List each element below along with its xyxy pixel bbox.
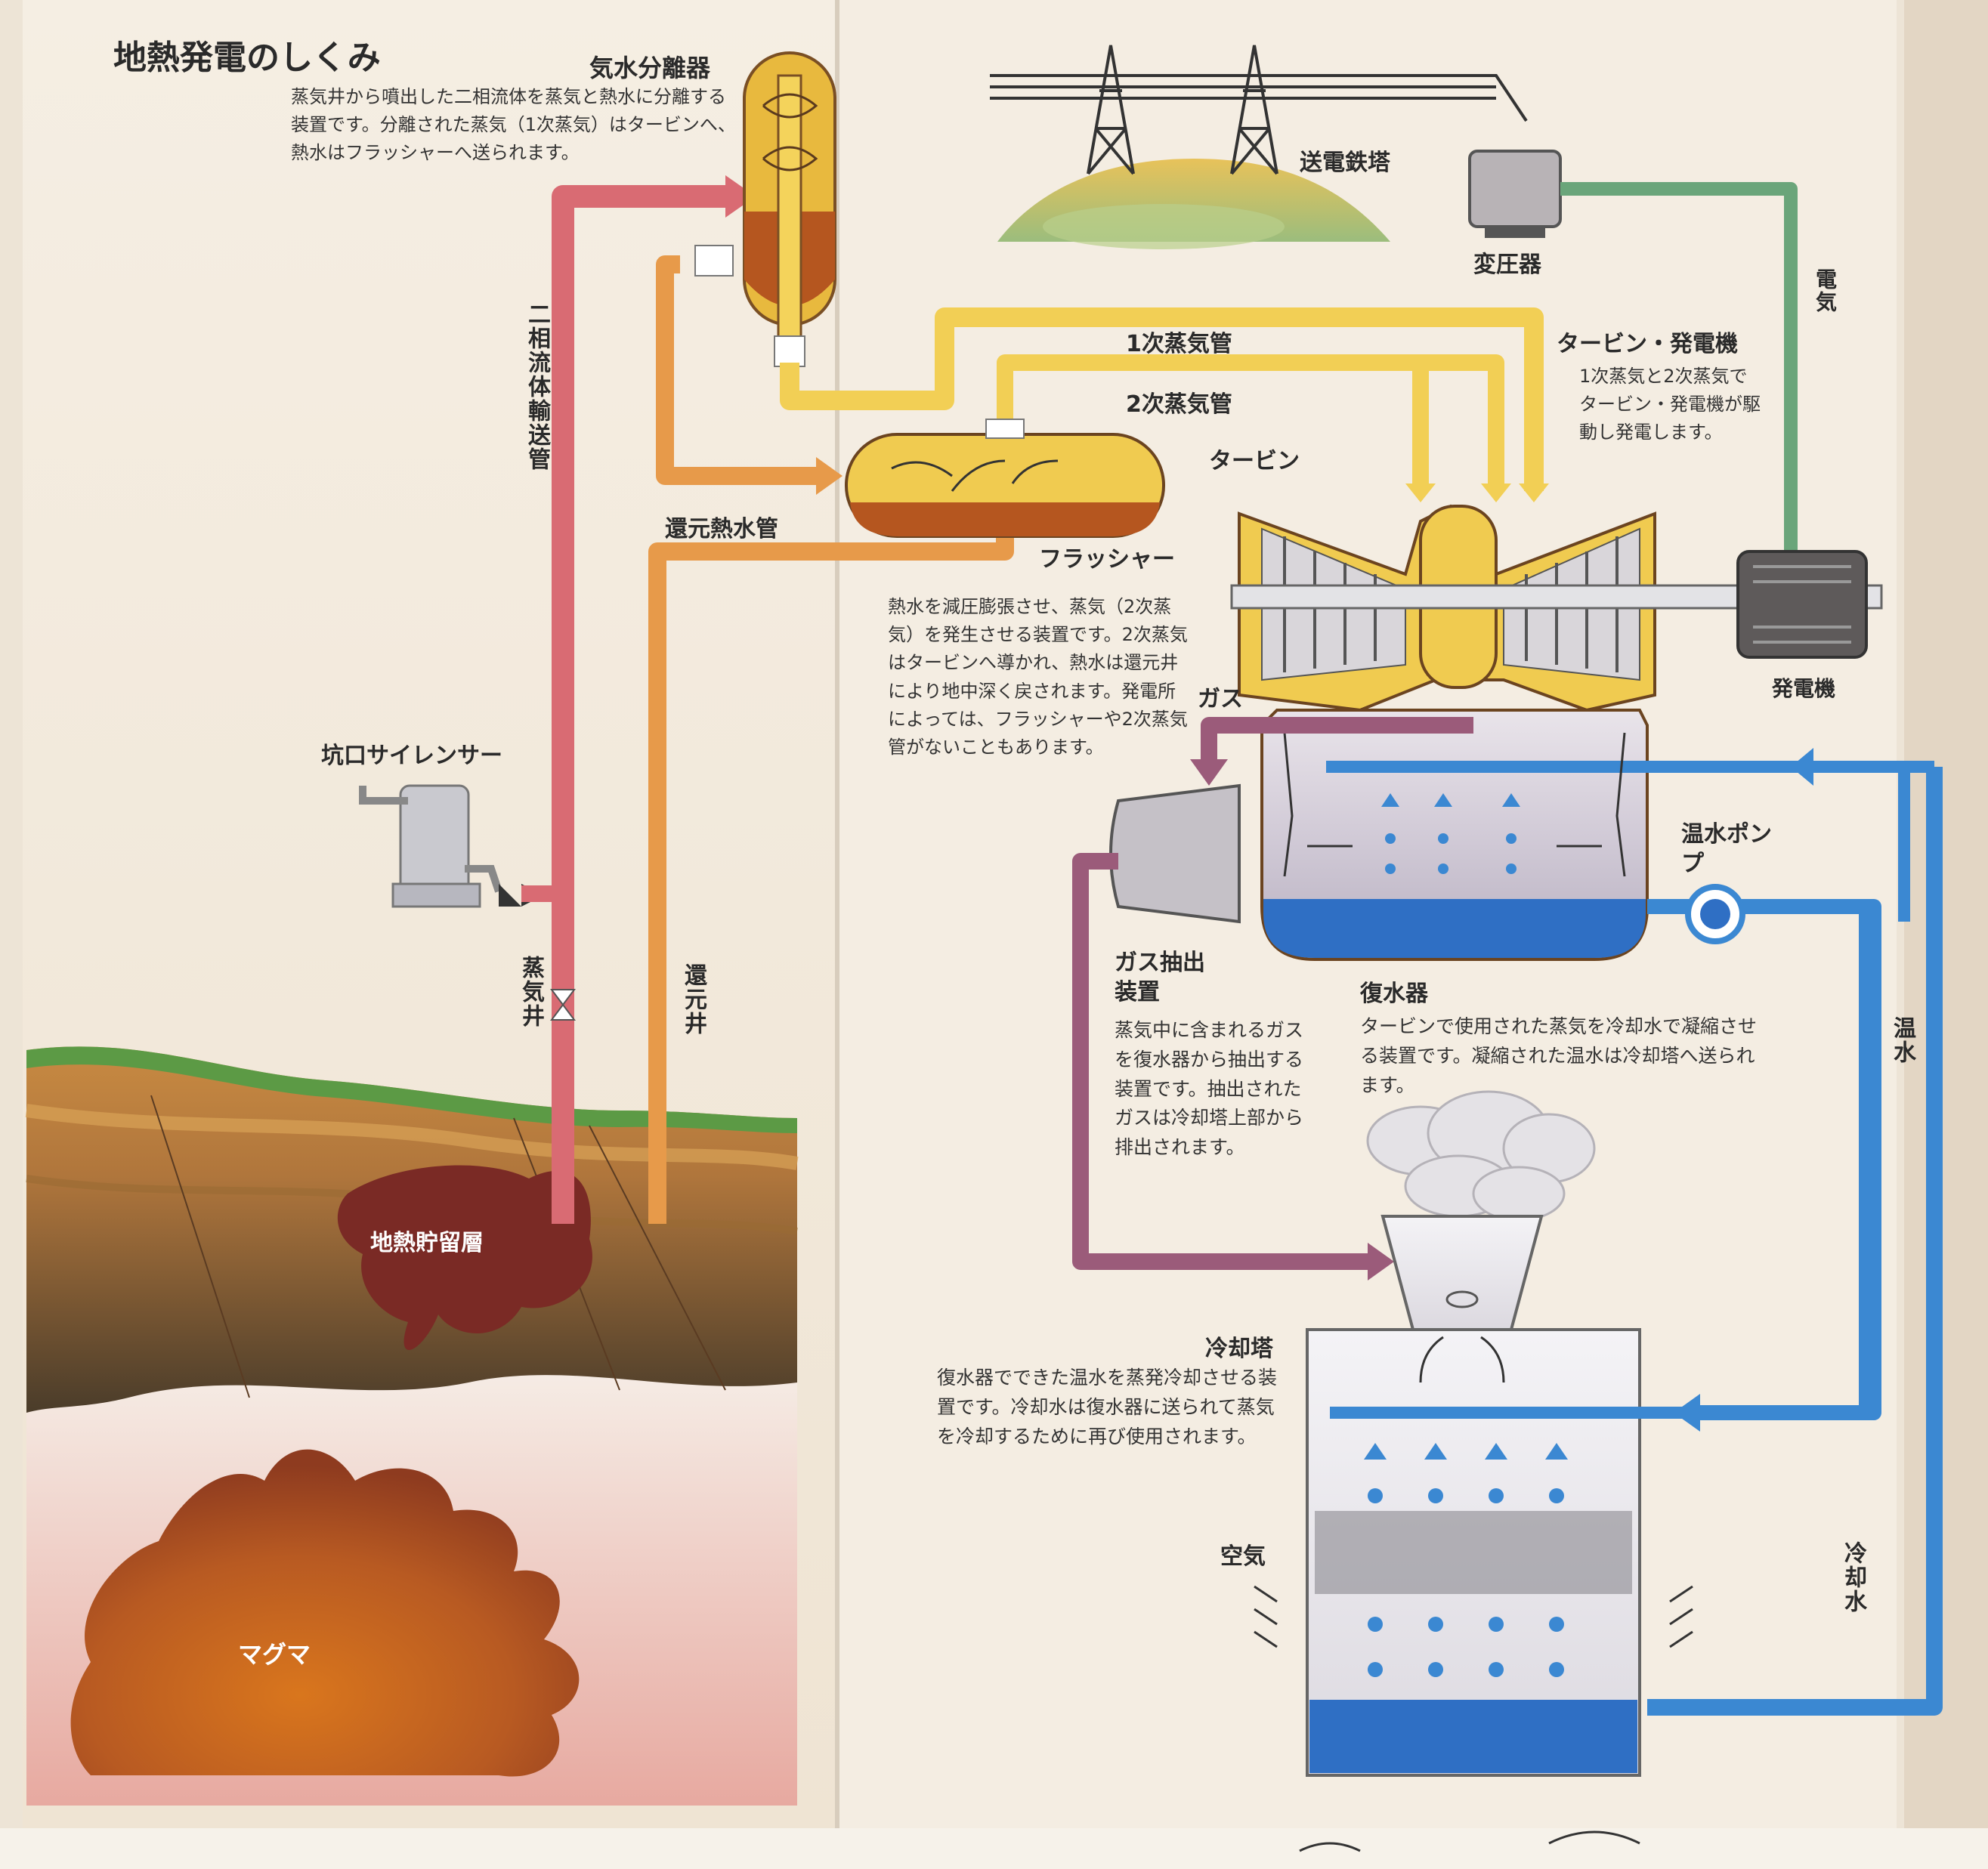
warm-water-label: 温水 [1889,1016,1915,1064]
page-title: 地熱発電のしくみ [113,39,381,77]
flasher-label: フラッシャー [1039,546,1175,573]
gas-label: ガス [1198,686,1243,712]
secondary-steam-pipe-label: 2次蒸気管 [1126,391,1232,418]
two-phase-pipe-label: 二相流体輸送管 [524,302,550,471]
steam-well-label: 蒸気井 [518,956,544,1028]
wellhead-silencer-label: 坑口サイレンサー [321,743,502,769]
flasher-description: 熱水を減圧膨張させ、蒸気（2次蒸気）を発生させる装置です。2次蒸気はタービンへ導… [888,596,1188,758]
turbine-generator-description: 1次蒸気と2次蒸気でタービン・発電機が駆動し発電します。 [1579,366,1761,443]
cooling-tower-description: 復水器でできた温水を蒸発冷却させる装置です。冷却水は復水器に送られて蒸気を冷却す… [937,1367,1278,1447]
gas-extractor-description: 蒸気中に含まれるガスを復水器から抽出する装置です。抽出されたガスは冷却塔上部から… [1115,1019,1304,1158]
air-label: 空気 [1220,1543,1266,1570]
cooling-tower-label: 冷却塔 [1205,1336,1273,1362]
tower-label: 送電鉄塔 [1300,150,1390,176]
condenser-description: タービンで使用された蒸気を冷却水で凝縮させる装置です。凝縮された温水は冷却塔へ送… [1360,1015,1758,1096]
cooling-water-label: 冷却水 [1840,1541,1866,1614]
transformer-label: 変圧器 [1473,252,1541,278]
gas-extractor-label: ガス抽出装置 [1115,950,1205,1006]
warm-water-pump-label: 温水ポンプ [1681,821,1772,877]
turbine-label: タービン [1209,448,1300,474]
separator-label: 気水分離器 [589,54,711,82]
return-well-label: 還元井 [680,963,706,1036]
return-hot-water-pipe-label: 還元熱水管 [665,516,778,542]
generator-label: 発電機 [1772,676,1836,701]
geothermal-reservoir-label: 地熱貯留層 [370,1230,484,1256]
separator-description: 蒸気井から噴出した二相流体を蒸気と熱水に分離する装置です。分離された蒸気（1次蒸… [291,86,736,164]
electricity-label: 電気 [1813,268,1838,314]
primary-steam-pipe-label: 1次蒸気管 [1126,331,1232,357]
turbine-generator-label: タービン・発電機 [1557,331,1738,357]
magma-label: マグマ [238,1640,311,1669]
condenser-label: 復水器 [1360,981,1428,1007]
